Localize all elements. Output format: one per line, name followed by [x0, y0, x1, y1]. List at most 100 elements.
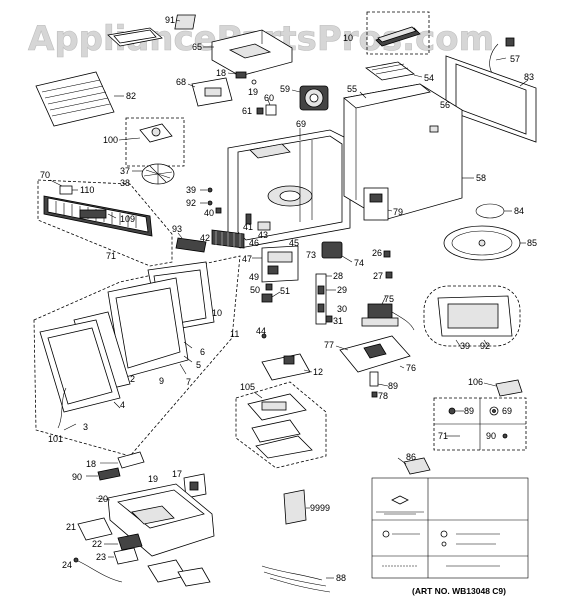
label-75: 75 — [384, 294, 394, 304]
label-69-kit: 69 — [502, 406, 512, 416]
part-thermostat-60 — [256, 99, 277, 116]
part-vent-grille-91 — [174, 14, 196, 30]
label-82: 82 — [126, 91, 136, 101]
label-109: 109 — [120, 214, 135, 224]
part-grille-42 — [211, 229, 245, 249]
part-light-covers-bottom — [147, 559, 211, 587]
label-78: 78 — [378, 391, 388, 401]
part-screw-kit-106 — [433, 379, 527, 451]
label-26: 26 — [372, 248, 382, 258]
label-10-door: 10 — [212, 308, 222, 318]
part-door-assembly-101 — [33, 255, 241, 457]
label-18-bottom: 18 — [86, 459, 96, 469]
label-105: 105 — [240, 382, 255, 392]
part-label-93 — [175, 232, 207, 253]
label-40: 40 — [204, 208, 214, 218]
label-31: 31 — [333, 316, 343, 326]
part-hinge-18-90 — [86, 451, 145, 481]
part-top-frame — [107, 27, 163, 47]
part-switch-board-12 — [261, 353, 313, 381]
part-filter-bracket-54 — [365, 61, 423, 81]
label-38: 38 — [120, 178, 130, 188]
part-base-plate-76 — [335, 335, 411, 398]
label-93: 93 — [172, 224, 182, 234]
label-9999: 9999 — [310, 503, 330, 513]
part-capacitor-73 — [321, 241, 353, 263]
label-100: 100 — [103, 135, 118, 145]
part-wire-24 — [73, 557, 123, 583]
label-65: 65 — [192, 42, 202, 52]
part-oven-cavity — [227, 128, 351, 249]
label-92-box: 92 — [480, 341, 490, 351]
label-77: 77 — [324, 340, 334, 350]
label-101: 101 — [48, 434, 63, 444]
label-69-top: 69 — [296, 119, 306, 129]
label-73: 73 — [306, 250, 316, 260]
label-29: 29 — [337, 285, 347, 295]
label-84: 84 — [514, 206, 524, 216]
label-71-left: 71 — [106, 251, 116, 261]
label-30: 30 — [337, 304, 347, 314]
label-90-bottom: 90 — [72, 472, 82, 482]
label-17: 17 — [172, 469, 182, 479]
label-74: 74 — [354, 258, 364, 268]
part-stirrer-antenna-37 — [132, 163, 175, 185]
label-19-top: 19 — [248, 87, 258, 97]
part-fan-motor-59 — [291, 85, 329, 111]
part-rack-82 — [35, 71, 124, 127]
label-90-kit: 90 — [486, 431, 496, 441]
part-charcoal-filter-10 — [366, 11, 430, 55]
label-2: 2 — [130, 374, 135, 384]
label-55: 55 — [347, 84, 357, 94]
label-10-top: 10 — [343, 33, 353, 43]
label-92-top: 92 — [186, 198, 196, 208]
part-manual-9999 — [283, 489, 310, 525]
part-screw-44 — [261, 333, 267, 339]
part-diode-26 — [383, 250, 393, 279]
part-screws-39-92-40 — [200, 187, 222, 214]
label-79: 79 — [393, 207, 403, 217]
label-9: 9 — [159, 376, 164, 386]
label-85: 85 — [527, 238, 537, 248]
label-83: 83 — [524, 72, 534, 82]
label-20: 20 — [98, 494, 108, 504]
label-39-top: 39 — [186, 185, 196, 195]
label-47: 47 — [242, 254, 252, 264]
label-71-kit: 71 — [438, 431, 448, 441]
part-switch-18 — [227, 71, 257, 85]
label-68: 68 — [176, 77, 186, 87]
label-49: 49 — [249, 272, 259, 282]
label-23: 23 — [96, 552, 106, 562]
label-11: 11 — [230, 329, 239, 339]
label-45: 45 — [289, 238, 299, 248]
label-59: 59 — [280, 84, 290, 94]
label-50: 50 — [250, 285, 260, 295]
label-18-top: 18 — [216, 68, 226, 78]
label-28: 28 — [333, 271, 343, 281]
part-wire-harness-88 — [261, 565, 334, 593]
label-43: 43 — [258, 230, 268, 240]
callout-labels: 91 10 65 18 19 68 60 59 61 55 54 56 57 8… — [40, 15, 537, 583]
part-control-kit-105 — [235, 381, 327, 469]
label-57: 57 — [510, 54, 520, 64]
part-bracket-17 — [183, 473, 207, 499]
label-86: 86 — [406, 452, 416, 462]
part-light-cover-21 — [77, 517, 113, 541]
label-56: 56 — [440, 100, 450, 110]
part-stirrer-cover-100 — [118, 117, 185, 167]
label-89-mid: 89 — [388, 381, 398, 391]
part-control-panel-70 — [37, 179, 173, 267]
label-61: 61 — [242, 106, 252, 116]
label-42: 42 — [200, 233, 210, 243]
label-39-box: 39 — [460, 341, 470, 351]
label-46: 46 — [249, 238, 259, 248]
part-bracket-assembly-65 — [203, 29, 293, 77]
label-91: 91 — [165, 15, 175, 25]
label-22: 22 — [92, 539, 102, 549]
label-60: 60 — [264, 93, 274, 103]
part-turntable-85 — [443, 225, 526, 261]
part-transformer-75 — [361, 295, 415, 331]
label-6: 6 — [200, 347, 205, 357]
part-interlock-switch-28 — [315, 273, 336, 325]
